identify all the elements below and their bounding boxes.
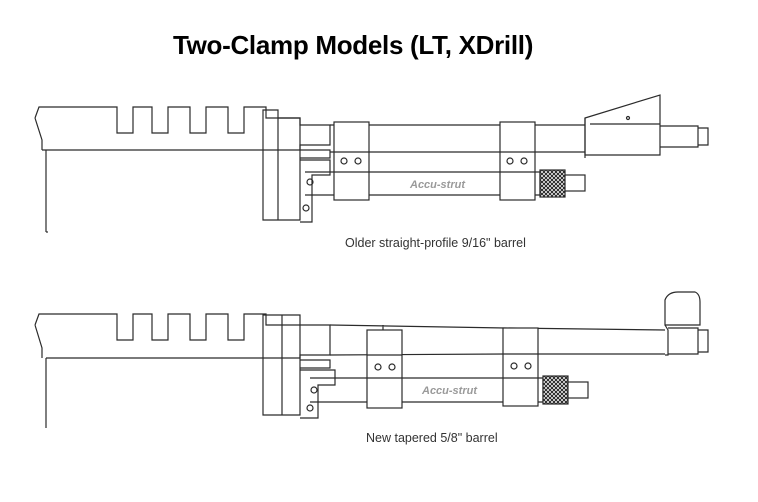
diagram-caption: Older straight-profile 9/16" barrel [345,236,526,250]
front-sight [664,291,701,356]
clamp [502,327,539,407]
page-title: Two-Clamp Models (LT, XDrill) [172,30,534,60]
knob-end [564,174,586,192]
barrel-tip [668,327,709,355]
strut-label: Accu-strut [409,179,466,191]
knurled-knob [542,375,569,405]
diagram-caption: New tapered 5/8" barrel [366,431,498,445]
receiver-front-block [262,314,331,416]
front-sight [584,94,661,156]
clamp [333,121,370,201]
clamp [366,329,403,409]
clamp [499,121,536,201]
knob-end [567,381,589,399]
diagram-straight-barrel: Accu-strut [34,94,709,233]
receiver-body [34,313,301,428]
receiver-body [34,106,301,232]
strut-label: Accu-strut [421,385,478,397]
knurled-knob [539,169,566,198]
barrel-tip [660,125,709,148]
diagram-tapered-barrel: Accu-strut [34,291,709,428]
receiver-front-block [262,109,331,221]
